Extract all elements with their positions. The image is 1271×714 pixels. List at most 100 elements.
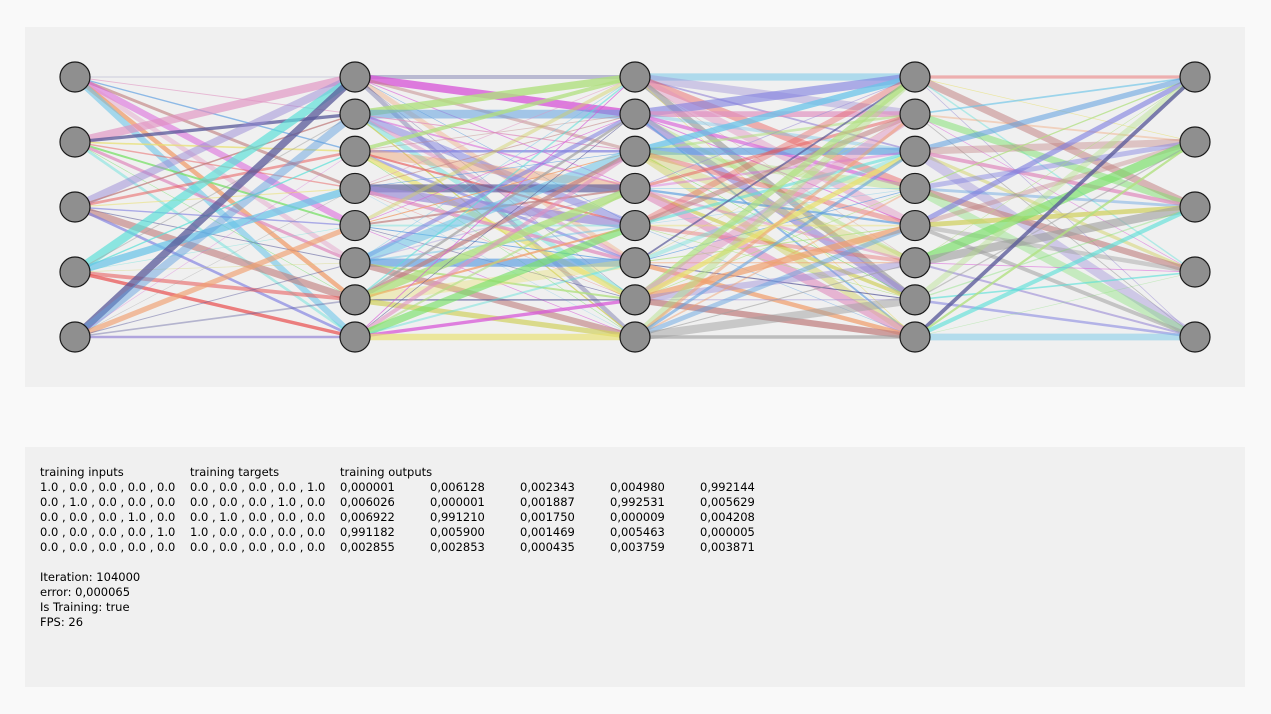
training-output-cell: 0,001469 xyxy=(520,525,575,539)
error-label: error: 0,000065 xyxy=(40,585,131,599)
connection-line xyxy=(74,270,356,302)
connection-line xyxy=(914,204,1196,228)
neuron-node xyxy=(59,61,91,93)
connection-line xyxy=(914,76,1196,143)
neuron-node xyxy=(339,209,371,242)
connection-line xyxy=(354,76,636,189)
neuron-node xyxy=(59,191,91,223)
connection-line xyxy=(354,113,636,338)
training-output-cell: 0,006128 xyxy=(430,480,485,494)
connection-line xyxy=(74,73,356,146)
connection-line xyxy=(913,137,1197,267)
connection-line xyxy=(914,139,1196,228)
training-output-cell: 0,992531 xyxy=(610,495,665,509)
connection-line xyxy=(354,298,636,339)
neuron-node xyxy=(339,61,371,93)
connection-line xyxy=(354,75,636,154)
connection-line xyxy=(74,299,356,338)
connection-line xyxy=(914,74,1196,154)
connection-line xyxy=(74,113,356,273)
connection-line xyxy=(73,184,357,276)
training-targets-header: training targets xyxy=(190,465,280,479)
connection-line xyxy=(914,261,1196,338)
connection-line xyxy=(74,141,356,190)
connection-line xyxy=(354,75,636,228)
connection-line xyxy=(634,262,916,301)
connection-line xyxy=(354,73,636,118)
connection-line xyxy=(633,74,917,229)
connection-line xyxy=(634,223,916,340)
connection-line xyxy=(634,112,916,190)
training-output-cell: 0,005629 xyxy=(700,495,755,509)
connection-line xyxy=(913,73,1197,211)
connection-line xyxy=(72,73,358,276)
training-target-row: 0.0 , 0.0 , 0.0 , 0.0 , 0.0 xyxy=(190,540,326,554)
training-output-cell: 0,003871 xyxy=(700,540,755,554)
neuron-node xyxy=(339,135,371,167)
connection-line xyxy=(634,76,916,264)
connection-line xyxy=(914,223,1196,275)
connection-line xyxy=(72,74,358,340)
connection-line xyxy=(353,149,637,339)
neuron-node xyxy=(1179,61,1211,93)
connection-line xyxy=(914,298,1196,339)
neuron-node xyxy=(339,172,371,205)
training-output-cell: 0,992144 xyxy=(700,480,755,494)
training-output-cell: 0,005900 xyxy=(430,525,485,539)
training-output-cell: 0,005463 xyxy=(610,525,665,539)
connection-line xyxy=(74,140,356,339)
neuron-node xyxy=(619,135,651,167)
connection-line xyxy=(74,76,356,152)
connection-line xyxy=(633,74,917,303)
neuron-node xyxy=(339,284,371,316)
training-output-cell: 0,000009 xyxy=(610,510,665,524)
neuron-node xyxy=(619,247,651,279)
neuron-node xyxy=(899,135,931,167)
connection-line xyxy=(73,73,357,211)
training-output-cell: 0,004208 xyxy=(700,510,755,524)
connection-line xyxy=(914,113,1196,338)
connection-line xyxy=(74,206,356,264)
connection-line xyxy=(914,141,1196,301)
training-inputs-column: training inputs 1.0 , 0.0 , 0.0 , 0.0 , … xyxy=(40,465,175,555)
is-training-label: Is Training: true xyxy=(40,600,130,614)
connection-line xyxy=(74,262,356,338)
connection-line xyxy=(74,205,356,339)
connection-line xyxy=(634,72,916,119)
connection-line xyxy=(73,203,357,304)
connection-line xyxy=(354,76,636,264)
neuron-node xyxy=(1179,256,1211,288)
training-inputs-header: training inputs xyxy=(40,465,124,479)
training-outputs-header: training outputs xyxy=(340,465,433,479)
connection-line xyxy=(74,225,356,273)
training-output-cell: 0,006922 xyxy=(340,510,395,524)
training-output-cell: 0,001887 xyxy=(520,495,575,509)
neuron-node xyxy=(619,284,651,316)
training-output-cell: 0,000001 xyxy=(430,495,485,509)
connection-line xyxy=(914,262,1196,273)
training-input-row: 0.0 , 0.0 , 0.0 , 0.0 , 0.0 xyxy=(40,540,176,554)
connection-line xyxy=(913,74,1197,303)
training-input-row: 0.0 , 0.0 , 0.0 , 0.0 , 1.0 xyxy=(40,525,176,539)
neuron-node xyxy=(59,126,91,158)
neuron-node xyxy=(619,172,651,205)
iteration-label: Iteration: 104000 xyxy=(40,570,141,584)
neuron-node xyxy=(899,172,931,205)
stats-block: Iteration: 104000 error: 0,000065 Is Tra… xyxy=(40,570,140,630)
training-output-cell: 0,001750 xyxy=(520,510,575,524)
connections-layer xyxy=(72,72,1198,342)
connection-line xyxy=(634,112,916,339)
nodes-layer xyxy=(59,61,1211,353)
training-input-row: 1.0 , 0.0 , 0.0 , 0.0 , 0.0 xyxy=(40,480,176,494)
connection-line xyxy=(74,223,356,340)
connection-line xyxy=(914,138,1196,155)
neuron-node xyxy=(899,209,931,242)
connection-line xyxy=(634,74,916,155)
fps-label: FPS: 26 xyxy=(40,615,84,629)
neuron-node xyxy=(59,321,91,353)
connection-line xyxy=(72,111,358,341)
neuron-node xyxy=(619,321,651,353)
connection-line xyxy=(74,141,356,301)
connection-line xyxy=(634,262,916,338)
training-output-cell: 0,004980 xyxy=(610,480,665,494)
